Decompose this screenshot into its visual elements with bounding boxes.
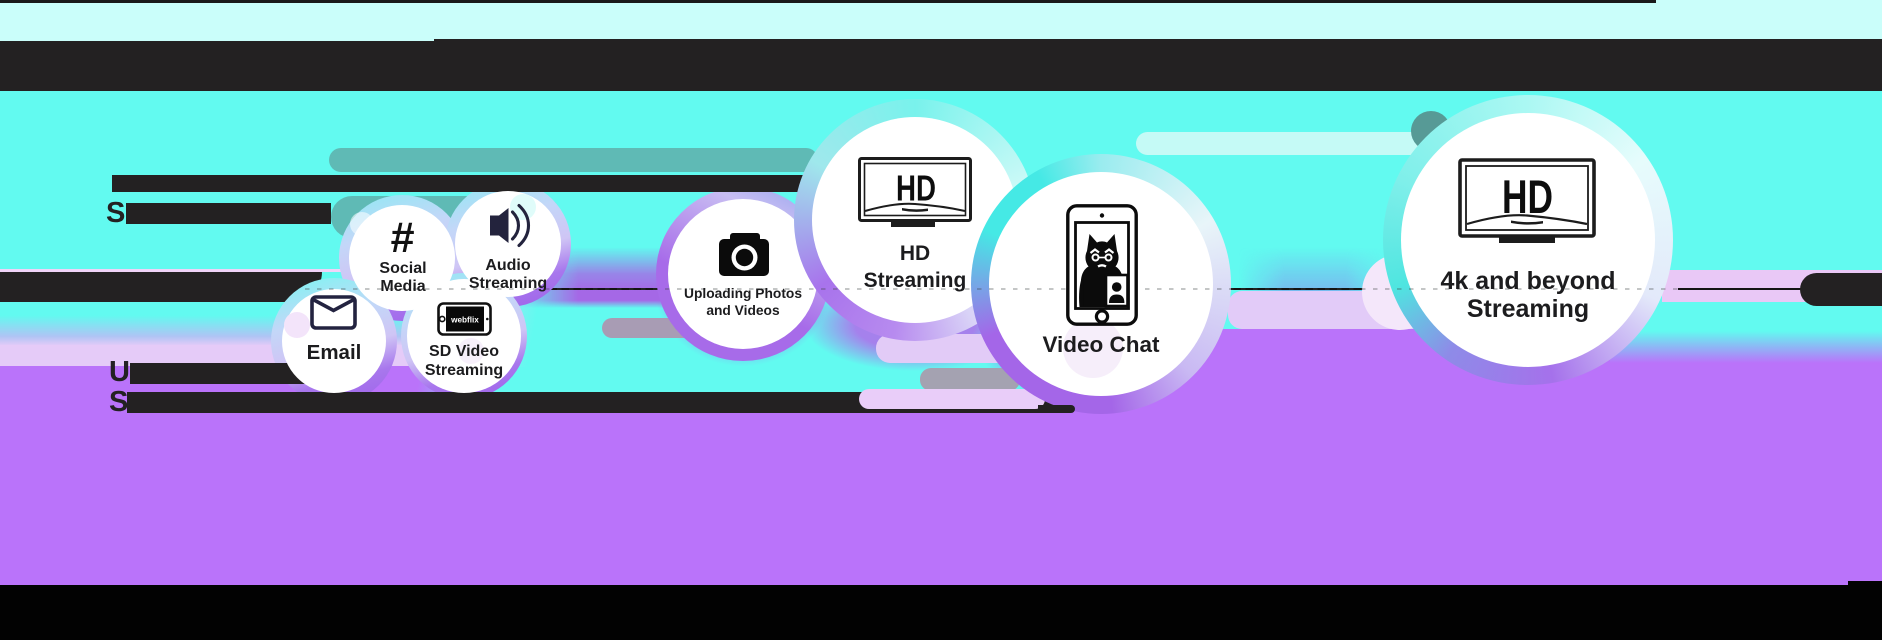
svg-text:HD: HD [896,168,936,209]
svg-text:webflix: webflix [450,316,479,325]
svg-text:HD: HD [1502,170,1553,223]
